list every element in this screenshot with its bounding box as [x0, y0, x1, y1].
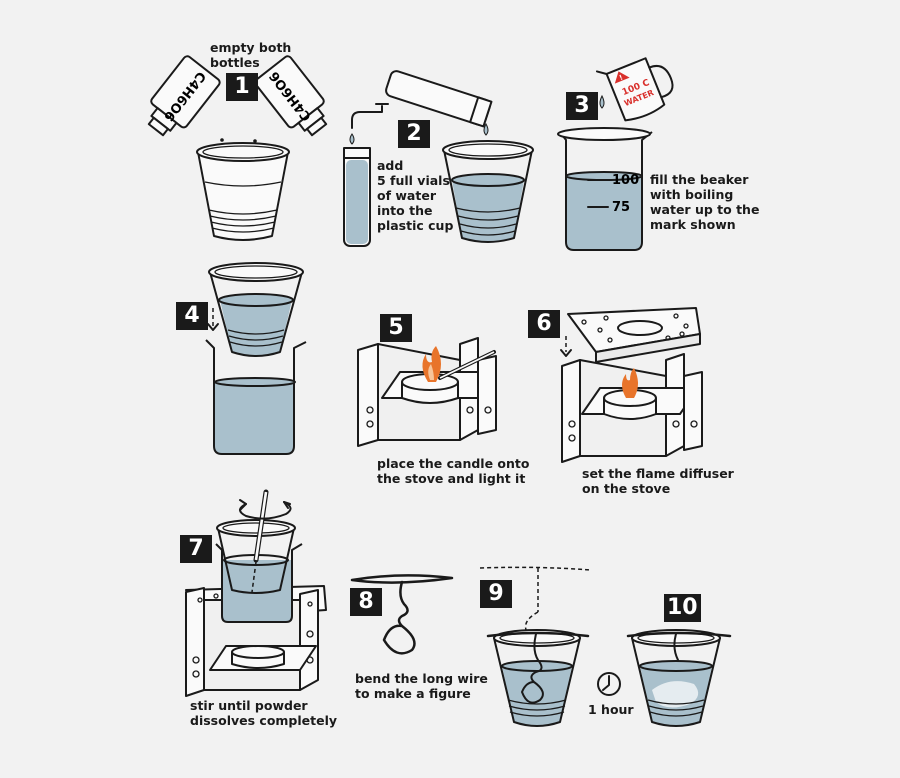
step-2-number: 2 — [398, 120, 430, 148]
faucet — [349, 103, 389, 145]
beaker-3: 100 75 — [557, 127, 653, 251]
step-7-illustration — [185, 489, 327, 697]
stir-rod — [251, 489, 269, 593]
step-5-caption: place the candle onto the stove and ligh… — [377, 456, 530, 486]
match — [438, 350, 496, 380]
step-3-number: 3 — [566, 92, 598, 120]
stir-arrow — [239, 499, 292, 520]
svg-text:!: ! — [618, 74, 624, 83]
cup-7 — [216, 519, 296, 594]
step-10-number: 10 — [664, 594, 701, 622]
bottle-left: C4H6O6 — [147, 55, 221, 137]
step-6-illustration — [560, 307, 703, 463]
step-7-caption: stir until powder dissolves completely — [190, 698, 338, 728]
step-8-caption: bend the long wire to make a figure — [355, 671, 488, 701]
flame-diffuser — [567, 307, 701, 363]
step-1-caption: empty both bottles — [210, 40, 292, 70]
step-3-caption: fill the beaker with boiling water up to… — [650, 172, 760, 232]
step-7-number: 7 — [180, 535, 212, 563]
step-8-illustration — [350, 574, 454, 655]
clock-icon — [597, 672, 621, 696]
step-8-number: 8 — [350, 588, 382, 616]
plastic-cup-2 — [442, 140, 534, 243]
beaker-7 — [215, 543, 303, 623]
step-3-illustration: ! 100 C WATER 100 75 — [557, 57, 674, 251]
beaker-4 — [205, 339, 307, 455]
step-9-illustration — [479, 566, 591, 727]
vial — [343, 147, 371, 247]
mark-75-label: 75 — [612, 200, 630, 215]
cup-10 — [631, 629, 721, 727]
plastic-cup-1 — [196, 142, 290, 241]
step-5-illustration — [357, 337, 497, 447]
step-4-illustration — [205, 262, 307, 455]
mark-100-label: 100 — [612, 173, 639, 188]
bottle-right: C4H6O6 — [254, 55, 328, 137]
step-1-illustration: C4H6O6 C4H6O6 — [147, 55, 328, 241]
step-10-illustration — [626, 629, 732, 727]
step-1-number: 1 — [226, 73, 258, 101]
water-jug: ! 100 C WATER — [595, 57, 674, 122]
step-2-illustration — [343, 70, 534, 247]
step-5-number: 5 — [380, 314, 412, 342]
step-6-number: 6 — [528, 310, 560, 338]
cup-in-beaker — [208, 262, 304, 357]
tilted-vial — [385, 70, 493, 128]
step-9-number: 9 — [480, 580, 512, 608]
tealight-6 — [603, 389, 657, 420]
step-6-caption: set the flame diffuser on the stove — [582, 466, 734, 496]
step-4-number: 4 — [176, 302, 208, 330]
timer-label: 1 hour — [588, 702, 634, 717]
cup-9 — [493, 629, 581, 727]
step-2-caption: add 5 full vials of water into the plast… — [377, 158, 454, 233]
